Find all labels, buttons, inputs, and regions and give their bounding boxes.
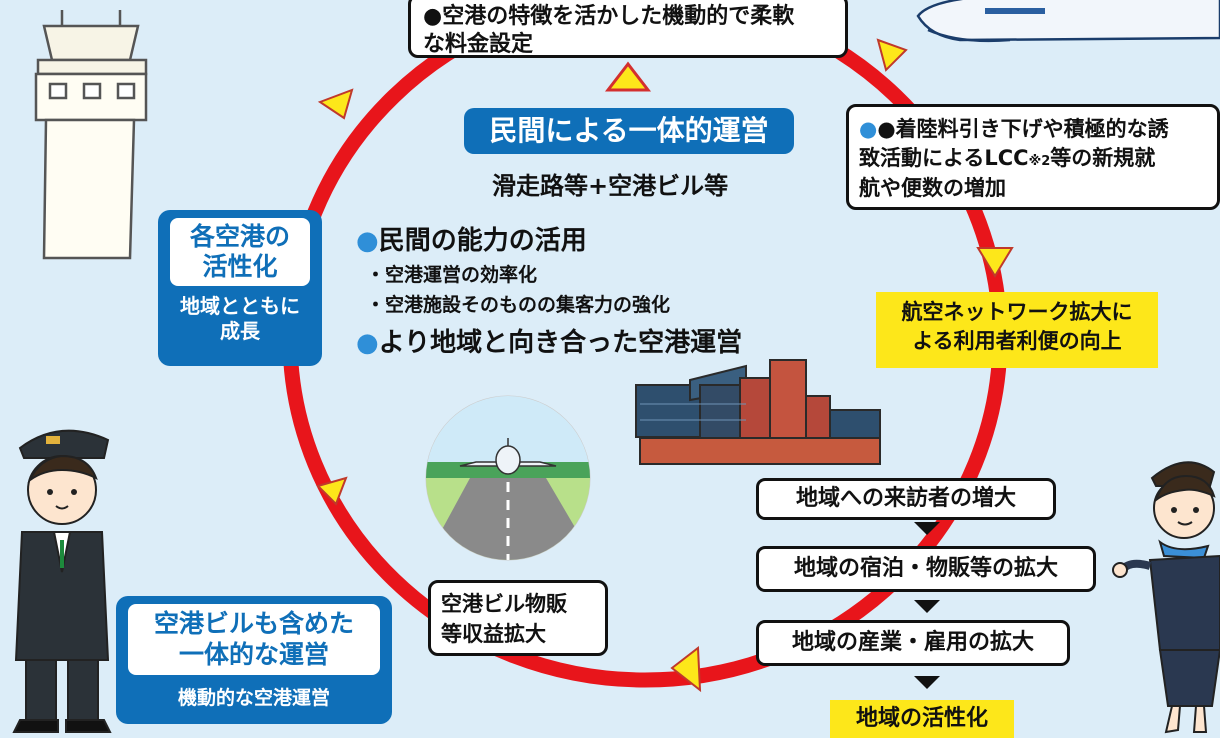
left-activation-sub: 地域とともに 成長 <box>164 294 316 344</box>
integrated-operation-title: 空港ビルも含めた 一体的な運営 <box>128 604 380 675</box>
ring-arrow-lower-left <box>316 476 348 506</box>
flow-arrows <box>914 522 940 689</box>
ring-arrows <box>316 38 1014 693</box>
left-activation-title: 各空港の 活性化 <box>170 218 310 286</box>
landing-fee-box: ●●着陸料引き下げや積極的な誘 致活動によるLCC※2等の新規就 航や便数の増加 <box>846 104 1220 210</box>
shop-line-2: 等収益拡大 <box>441 622 546 647</box>
up-arrow <box>604 61 652 92</box>
landing-fee-line-1: ●●着陸料引き下げや積極的な誘 <box>859 115 1207 144</box>
landing-fee-line-2-a: 致活動によるLCC <box>859 146 1029 171</box>
runway-illustration <box>425 395 591 561</box>
flow-box-visitors: 地域への来訪者の増大 <box>756 478 1056 520</box>
final-activation-label: 地域の活性化 <box>830 700 1014 738</box>
center-subtitle: 滑走路等+空港ビル等 <box>492 172 729 200</box>
top-fare-box: ●空港の特徴を活かした機動的で柔軟 な料金設定 <box>408 0 848 58</box>
pilot-illustration <box>12 429 112 733</box>
regional-bullet: ●より地域と向き合った空港運営 <box>356 322 742 359</box>
ring-arrow-right <box>976 247 1014 278</box>
shop-revenue-box: 空港ビル物販 等収益拡大 <box>428 580 608 656</box>
landing-fee-line-2-b: 等の新規就 <box>1050 146 1156 171</box>
control-tower-illustration <box>34 10 148 260</box>
efficiency-subitem: ・空港運営の効率化 <box>366 264 538 286</box>
flow-arrow-2 <box>914 600 940 613</box>
flow-box-lodging: 地域の宿泊・物販等の拡大 <box>756 546 1096 592</box>
flow-arrow-3 <box>914 676 940 689</box>
network-box: 航空ネットワーク拡大に よる利用者利便の向上 <box>876 292 1158 368</box>
terminal-building-illustration <box>635 359 881 465</box>
flow-arrow-1 <box>914 522 940 535</box>
left-title-line-1: 各空港の <box>189 222 290 251</box>
attraction-subitem: ・空港施設そのものの集客力の強化 <box>366 294 671 316</box>
bullet-dot-icon: ● <box>356 226 379 256</box>
ring-arrow-upper-left <box>317 88 354 120</box>
flow-box-industry: 地域の産業・雇用の拡大 <box>756 620 1070 666</box>
capability-bullet: ●民間の能力の活用 <box>356 220 587 257</box>
airplane-illustration <box>916 0 1220 43</box>
ring-arrow-bottom <box>670 646 702 693</box>
landing-fee-line-2: 致活動によるLCC※2等の新規就 <box>859 144 1207 173</box>
left-sub-line-2: 成長 <box>220 319 260 343</box>
integrated-title-line-1: 空港ビルも含めた <box>153 609 354 638</box>
regional-bullet-label: より地域と向き合った空港運営 <box>378 328 743 358</box>
integrated-operation-box: 空港ビルも含めた 一体的な運営 機動的な空港運営 <box>116 596 392 724</box>
integrated-operation-sub: 機動的な空港運営 <box>177 686 330 709</box>
landing-fee-line-3: 航や便数の増加 <box>859 175 1006 200</box>
bullet-dot-icon: ● <box>356 328 379 358</box>
ring-arrow-top-right <box>876 38 908 72</box>
network-line-1: 航空ネットワーク拡大に <box>901 300 1133 324</box>
integrated-title-line-2: 一体的な運営 <box>178 640 329 670</box>
footnote-mark: ※2 <box>1028 154 1051 170</box>
shop-line-1: 空港ビル物販 <box>441 592 567 616</box>
network-line-2: よる利用者利便の向上 <box>912 329 1122 354</box>
left-title-line-2: 活性化 <box>202 252 278 281</box>
left-activation-box: 各空港の 活性化 地域とともに 成長 <box>158 210 322 366</box>
left-sub-line-1: 地域とともに <box>180 294 300 318</box>
flight-attendant-illustration <box>1112 461 1220 734</box>
bullet-dot-icon: ● <box>859 117 878 141</box>
landing-fee-line-1-text: ●着陸料引き下げや積極的な誘 <box>877 117 1169 141</box>
capability-bullet-label: 民間の能力の活用 <box>378 226 587 256</box>
center-title: 民間による一体的運営 <box>464 108 794 154</box>
